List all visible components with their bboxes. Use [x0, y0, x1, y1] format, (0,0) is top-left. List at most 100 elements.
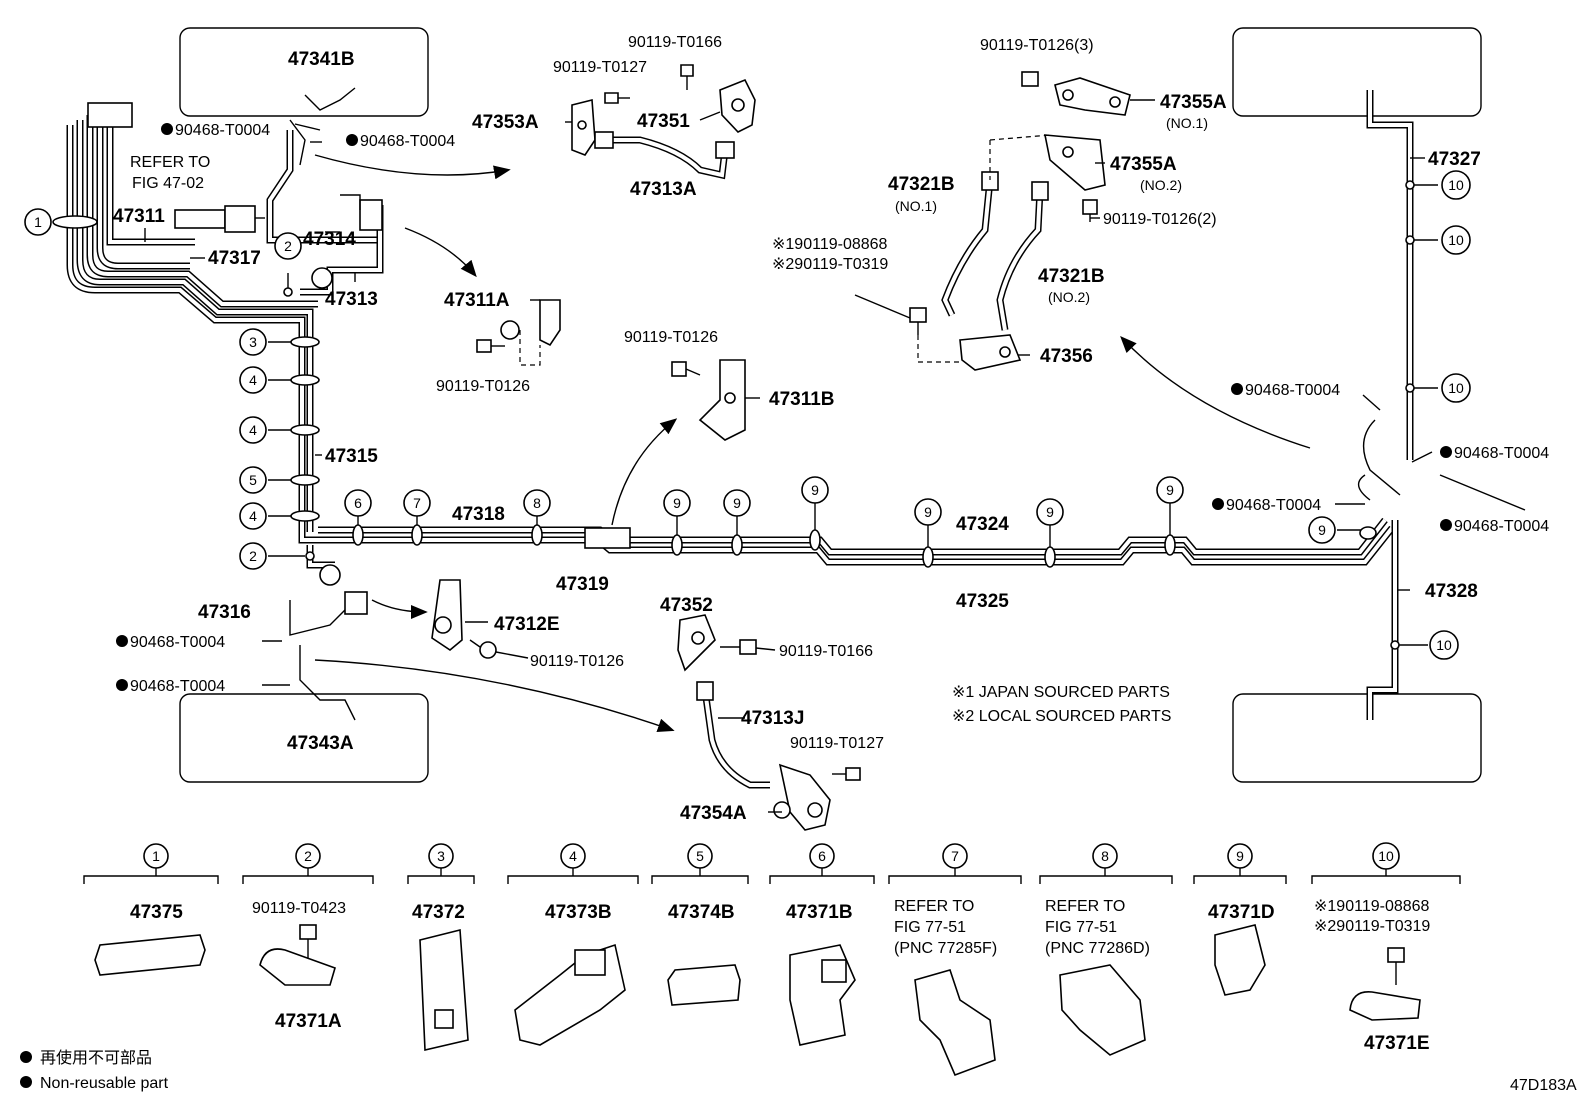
line-47318-47324: [318, 517, 1395, 566]
svg-text:9: 9: [811, 482, 819, 498]
svg-text:5: 5: [249, 472, 257, 488]
svg-text:4: 4: [569, 848, 577, 864]
svg-text:(PNC 77285F): (PNC 77285F): [894, 940, 997, 957]
callout-2: 2: [274, 232, 302, 260]
svg-text:※290119-T0319: ※290119-T0319: [1314, 918, 1430, 935]
bracket-47353A: [571, 98, 596, 156]
bottom-part-10: 10 ※190119-08868 ※290119-T0319 47371E: [1311, 842, 1461, 1054]
label-47321B-no2: 47321B: [1038, 266, 1105, 287]
label-47352: 47352: [660, 595, 713, 616]
hose-47313A: [594, 131, 735, 180]
arrow-to-47312E: [371, 599, 428, 619]
svg-text:2: 2: [249, 548, 257, 564]
label-47351: 47351: [637, 111, 690, 132]
line-47316: [289, 545, 368, 721]
label-47354A: 47354A: [680, 803, 747, 824]
svg-text:9: 9: [1318, 522, 1326, 538]
bracket-47311A: [500, 299, 561, 366]
clip-label-7: 90468-T0004: [1212, 497, 1321, 514]
svg-text:90119-T0423: 90119-T0423: [252, 900, 346, 917]
svg-text:再使用不可部品: 再使用不可部品: [40, 1049, 152, 1067]
callout-4: 4: [239, 416, 267, 444]
svg-text:9: 9: [733, 495, 741, 511]
svg-text:9: 9: [1166, 482, 1174, 498]
label-90119-T0126-c: 90119-T0126: [530, 653, 624, 670]
svg-text:FIG 77-51: FIG 77-51: [894, 919, 966, 936]
hose-47341B: [289, 87, 356, 166]
bottom-part-7: 7 REFER TO FIG 77-51 (PNC 77285F): [888, 843, 1022, 1077]
clip-label-5: 90468-T0004: [1231, 382, 1340, 399]
label-47315: 47315: [325, 446, 378, 467]
label-47321B-no1-note: (NO.1): [895, 198, 937, 214]
svg-text:10: 10: [1448, 232, 1464, 248]
clip-label-6: 90468-T0004: [1440, 445, 1549, 462]
svg-text:47371B: 47371B: [786, 902, 853, 923]
bolt-90119-T0126-3: [1021, 71, 1039, 87]
callout-4: 4: [239, 502, 267, 530]
arrow-to-47356: [1120, 335, 1311, 449]
label-47319: 47319: [556, 574, 609, 595]
arrow-to-47313A: [314, 154, 511, 180]
callout-10: 10: [1441, 170, 1471, 200]
label-90119-T0127-b: 90119-T0127: [790, 735, 884, 752]
callout-1: 1: [24, 208, 52, 236]
svg-text:3: 3: [437, 848, 445, 864]
hose-47313J: [696, 681, 770, 789]
note-local-sourced: ※2 LOCAL SOURCED PARTS: [952, 708, 1171, 725]
svg-text:(PNC 77286D): (PNC 77286D): [1045, 940, 1150, 957]
bolt-90119-T0126-b: [671, 361, 701, 377]
svg-text:90468-T0004: 90468-T0004: [175, 122, 270, 139]
label-90119-08868: ※190119-08868: [772, 236, 888, 253]
svg-text:REFER TO: REFER TO: [894, 898, 974, 915]
svg-text:※190119-08868: ※190119-08868: [1314, 898, 1430, 915]
label-47343A: 47343A: [287, 733, 354, 754]
hose-47321B-no2: [996, 181, 1049, 331]
svg-text:47373B: 47373B: [545, 902, 612, 923]
top-right-box: [1232, 27, 1482, 117]
bracket-47354A: [773, 763, 831, 831]
callout-9: 9: [723, 489, 751, 517]
callout-8: 8: [523, 489, 551, 517]
label-47313: 47313: [325, 289, 378, 310]
svg-text:4: 4: [249, 372, 257, 388]
legend: 再使用不可部品 Non-reusable part: [20, 1049, 169, 1092]
svg-text:1: 1: [152, 848, 160, 864]
label-47327: 47327: [1428, 149, 1481, 170]
bracket-47355A-no2: [1044, 134, 1106, 191]
svg-text:90468-T0004: 90468-T0004: [130, 678, 225, 695]
clamp-markers: [52, 180, 1415, 650]
callout-9: 9: [1308, 516, 1336, 544]
bracket-47312E: [431, 579, 463, 651]
label-47325: 47325: [956, 591, 1009, 612]
bottom-part-1: 1 47375: [83, 843, 219, 976]
callout-10: 10: [1429, 630, 1459, 660]
callout-9: 9: [914, 498, 942, 526]
callout-2: 2: [239, 542, 267, 570]
svg-text:6: 6: [354, 495, 362, 511]
label-47321B-no2-note: (NO.2): [1048, 289, 1090, 305]
label-47318: 47318: [452, 504, 505, 525]
callout-9: 9: [1036, 498, 1064, 526]
bottom-part-6: 6 47371B: [769, 843, 875, 1046]
bolt-90119-T0127-b: [832, 767, 861, 781]
label-47311: 47311: [113, 206, 165, 227]
label-fig-47-02: FIG 47-02: [132, 175, 204, 192]
top-left-box: [179, 27, 429, 117]
bottom-part-4: 4 47373B: [507, 843, 639, 1046]
svg-text:9: 9: [924, 504, 932, 520]
svg-text:90468-T0004: 90468-T0004: [1245, 382, 1340, 399]
svg-text:1: 1: [34, 214, 42, 230]
svg-text:5: 5: [696, 848, 704, 864]
label-47311B: 47311B: [769, 389, 835, 410]
arrow-to-47311A: [404, 227, 477, 278]
clip-label-8: 90468-T0004: [1440, 518, 1549, 535]
svg-text:10: 10: [1378, 848, 1394, 864]
line-bundle-47311: [66, 102, 320, 544]
label-47355A-no1-note: (NO.1): [1166, 115, 1208, 131]
callout-9: 9: [801, 476, 829, 504]
svg-text:2: 2: [284, 238, 292, 254]
label-47353A: 47353A: [472, 112, 539, 133]
bottom-right-box: [1232, 693, 1482, 783]
callout-9: 9: [1156, 476, 1184, 504]
